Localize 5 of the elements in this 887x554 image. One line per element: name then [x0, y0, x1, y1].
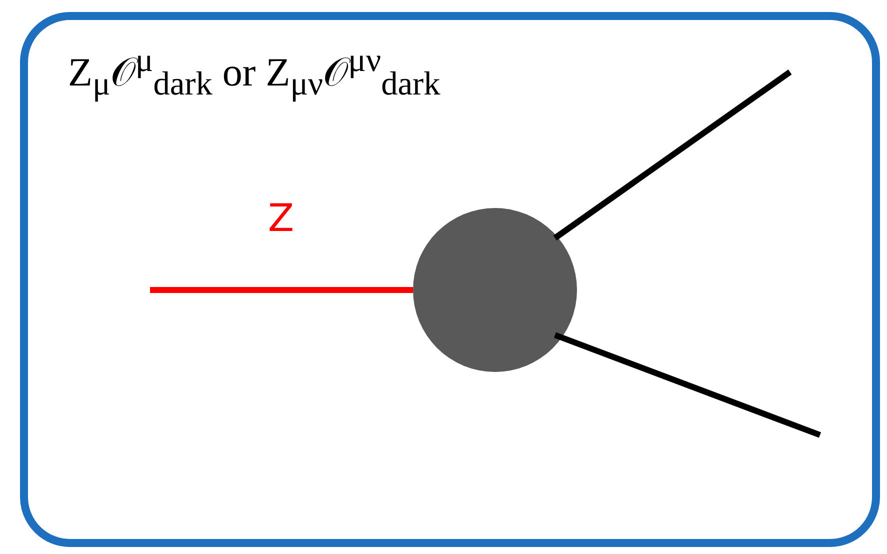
propagator-line — [150, 287, 413, 293]
propagator-line — [554, 332, 822, 438]
propagator-line — [553, 70, 792, 240]
edge-label: Z — [268, 196, 294, 240]
rounded-panel — [20, 12, 880, 547]
